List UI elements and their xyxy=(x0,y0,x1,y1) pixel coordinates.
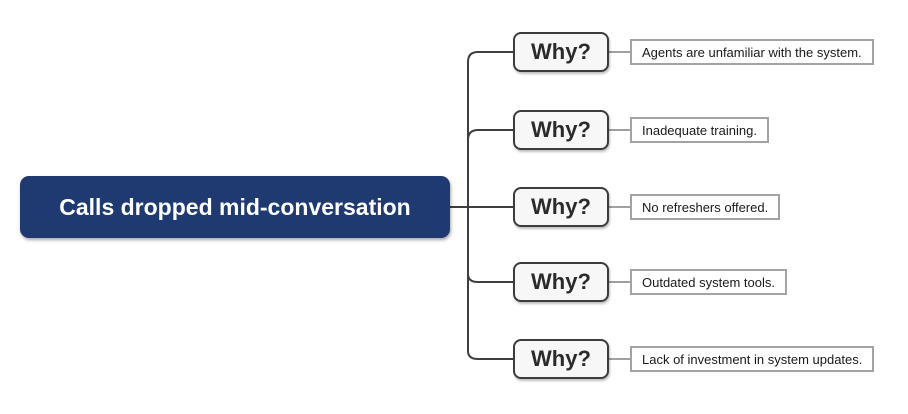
branch-connectors xyxy=(450,51,513,360)
answer-box-4: Outdated system tools. xyxy=(630,269,787,295)
why-box-5: Why? xyxy=(513,339,609,379)
answer-box-5: Lack of investment in system updates. xyxy=(630,346,875,372)
why-box-2: Why? xyxy=(513,110,609,150)
branch-line-why5 xyxy=(467,207,513,360)
root-topic: Calls dropped mid-conversation xyxy=(20,176,450,238)
why-box-1: Why? xyxy=(513,32,609,72)
branch-line-why2 xyxy=(467,129,513,207)
why-box-4: Why? xyxy=(513,262,609,302)
answer-connectors xyxy=(609,51,630,360)
answer-box-2: Inadequate training. xyxy=(630,117,769,143)
why-box-3: Why? xyxy=(513,187,609,227)
branch-line-why1 xyxy=(467,51,513,207)
branch-line-why4 xyxy=(467,207,513,283)
answer-box-1: Agents are unfamiliar with the system. xyxy=(630,39,874,65)
answer-box-3: No refreshers offered. xyxy=(630,194,781,220)
